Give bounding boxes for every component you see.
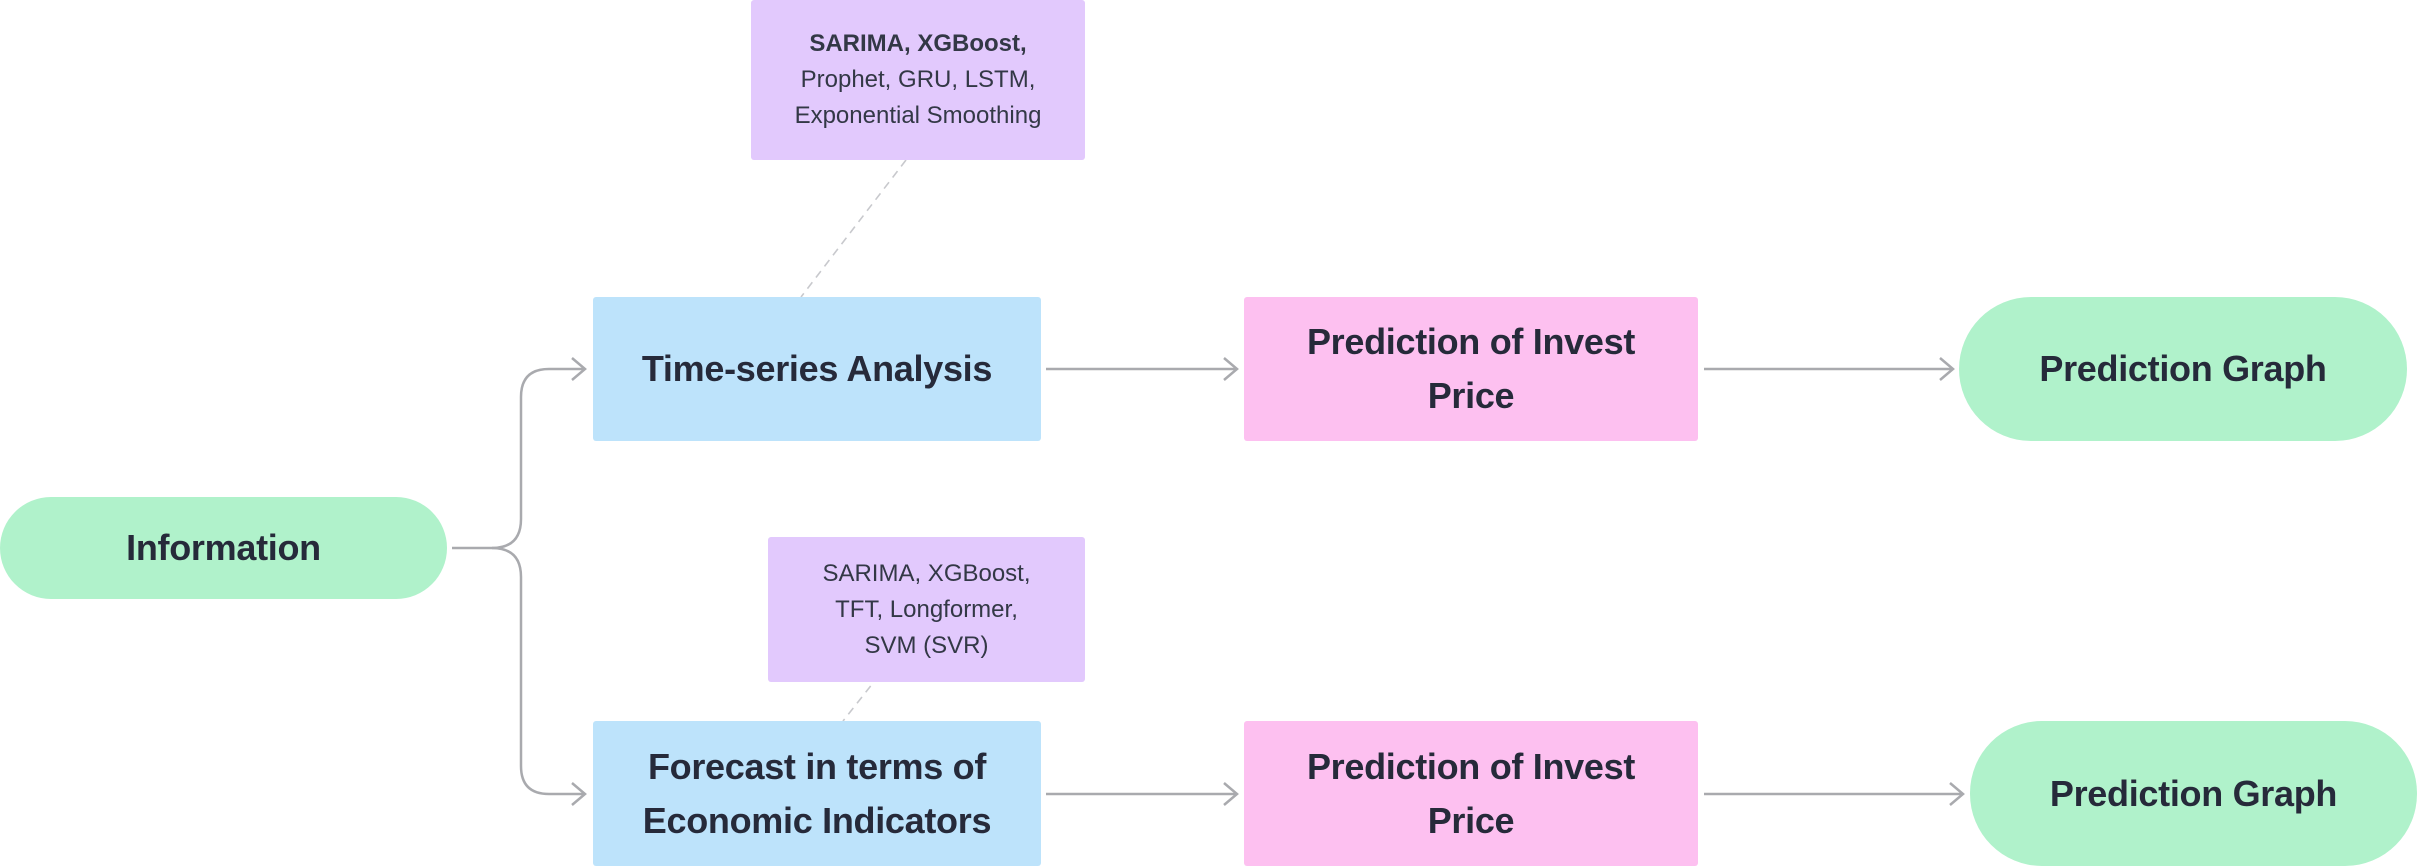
note-link-economic xyxy=(842,663,889,722)
node-label-line: Price xyxy=(1427,799,1515,841)
node-label: Time-series Analysis xyxy=(641,348,993,389)
note-link-time-series xyxy=(800,159,907,298)
node-economic-indicators-forecast: Forecast in terms of Economic Indicators xyxy=(593,721,1041,866)
arrowhead-graph-top xyxy=(1939,357,1955,381)
note-time-series-models: SARIMA, XGBoost, Prophet, GRU, LSTM, Exp… xyxy=(751,0,1085,160)
node-information: Information xyxy=(0,497,447,599)
node-time-series-analysis: Time-series Analysis xyxy=(593,297,1041,441)
node-label-line: Prediction of Invest xyxy=(1306,321,1636,362)
arrowhead-prediction-top xyxy=(1223,357,1239,381)
node-prediction-invest-price-top: Prediction of Invest Price xyxy=(1244,297,1698,441)
note-economic-models: SARIMA, XGBoost, TFT, Longformer, SVM (S… xyxy=(768,537,1085,682)
node-label: Information xyxy=(126,527,321,568)
arrowhead-prediction-bottom xyxy=(1223,782,1239,806)
note-line: SARIMA, XGBoost, xyxy=(822,559,1031,587)
note-line: Prophet, GRU, LSTM, xyxy=(800,66,1036,93)
node-label-line: Price xyxy=(1427,375,1515,416)
node-label: Prediction Graph xyxy=(2049,772,2338,814)
note-line: TFT, Longformer, xyxy=(835,595,1018,623)
connector-information-to-time-series xyxy=(452,367,585,550)
node-label: Prediction Graph xyxy=(2039,348,2327,389)
arrowhead-graph-bottom xyxy=(1949,782,1965,806)
arrowhead-time-series xyxy=(571,357,587,381)
connector-information-to-economic xyxy=(491,546,585,796)
arrowhead-economic xyxy=(571,782,587,806)
node-label-line: Economic Indicators xyxy=(642,799,992,841)
note-line: SVM (SVR) xyxy=(864,631,989,659)
node-prediction-graph-top: Prediction Graph xyxy=(1959,297,2407,441)
node-prediction-graph-bottom: Prediction Graph xyxy=(1970,721,2417,866)
node-label-line: Forecast in terms of xyxy=(647,745,987,787)
node-prediction-invest-price-bottom: Prediction of Invest Price xyxy=(1244,721,1698,866)
note-line: SARIMA, XGBoost, xyxy=(809,30,1027,57)
note-line: Exponential Smoothing xyxy=(794,102,1042,129)
node-label-line: Prediction of Invest xyxy=(1306,745,1636,787)
